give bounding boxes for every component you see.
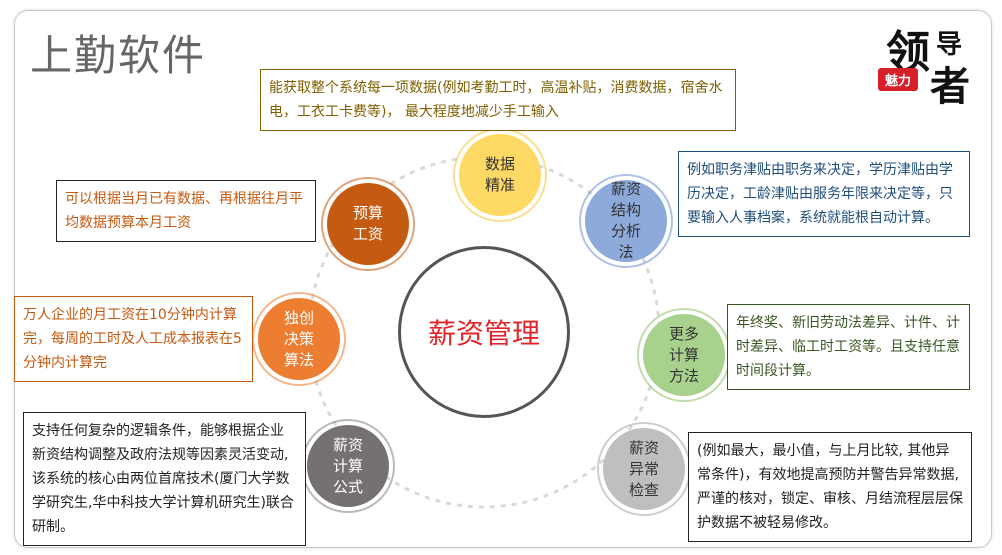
desc-text: 年终奖、新旧劳动法差异、计件、计时差异、临工时工资等。且支持任意时间段计算。 [736,315,960,379]
desc-budget: 可以根据当月已有数据、再根据往月平均数据预算本月工资 [56,180,316,242]
node-label: 数据 精准 [484,155,515,194]
logo-char-bottom: 者 [930,63,970,110]
brand-logo: 领 导 者 魅力 [878,16,988,116]
desc-anomaly: (例如最大，最小值，与上月比较, 其他异常条件)，有效地提高预防并警告异常数据,… [688,432,972,542]
node-budget: 预算 工资 [321,177,415,271]
node-label: 更多 计算 方法 [668,324,699,385]
node-more-calc: 更多 计算 方法 [637,308,731,402]
node-label: 独创 决策 算法 [283,308,314,369]
desc-algorithm: 万人企业的月工资在10分钟内计算完，每周的工时及人工成本报表在5分钟内计算完 [14,296,253,382]
node-label: 薪资 异常 检查 [628,438,659,499]
node-ring [579,174,673,268]
node-anomaly: 薪资 异常 检查 [597,422,691,516]
node-ring [321,177,415,271]
node-label: 薪资 结构 分析 法 [610,180,641,261]
desc-more-calc: 年终奖、新旧劳动法差异、计件、计时差异、临工时工资等。且支持任意时间段计算。 [727,304,970,390]
desc-text: 支持任何复杂的逻辑条件，能够根据企业新资结构调整及政府法规等因素灵活变动, 该系… [32,423,294,535]
desc-data-accuracy: 能获取整个系统每一项数据(例如考勤工时，高温补贴，消费数据，宿舍水电，工衣工卡费… [260,69,736,131]
desc-text: 万人企业的月工资在10分钟内计算完，每周的工时及人工成本报表在5分钟内计算完 [23,307,242,371]
desc-text: 可以根据当月已有数据、再根据往月平均数据预算本月工资 [65,191,303,231]
logo-char-small: 导 [936,30,963,60]
node-structure: 薪资 结构 分析 法 [579,174,673,268]
desc-text: 能获取整个系统每一项数据(例如考勤工时，高温补贴，消费数据，宿舍水电，工衣工卡费… [269,80,723,120]
node-data-accuracy: 数据 精准 [453,128,547,222]
center-label: 薪资管理 [427,317,540,350]
node-algorithm: 独创 决策 算法 [252,292,346,386]
node-formula: 薪资 计算 公式 [301,419,395,513]
page-title: 上勤软件 [30,31,207,80]
desc-structure: 例如职务津贴由职务来决定，学历津贴由学历决定，工龄津贴由服务年限来决定等，只要输… [678,151,970,237]
node-label: 薪资 计算 公式 [332,435,363,496]
desc-text: (例如最大，最小值，与上月比较, 其他异常条件)，有效地提高预防并警告异常数据,… [697,443,963,531]
desc-formula: 支持任何复杂的逻辑条件，能够根据企业新资结构调整及政府法规等因素灵活变动, 该系… [23,412,306,546]
logo-badge: 魅力 [878,68,919,91]
desc-text: 例如职务津贴由职务来决定，学历津贴由学历决定，工龄津贴由服务年限来决定等，只要输… [687,162,953,226]
center-hub: 薪资管理 [398,246,570,418]
node-label: 预算 工资 [352,204,383,243]
node-ring [252,292,346,386]
